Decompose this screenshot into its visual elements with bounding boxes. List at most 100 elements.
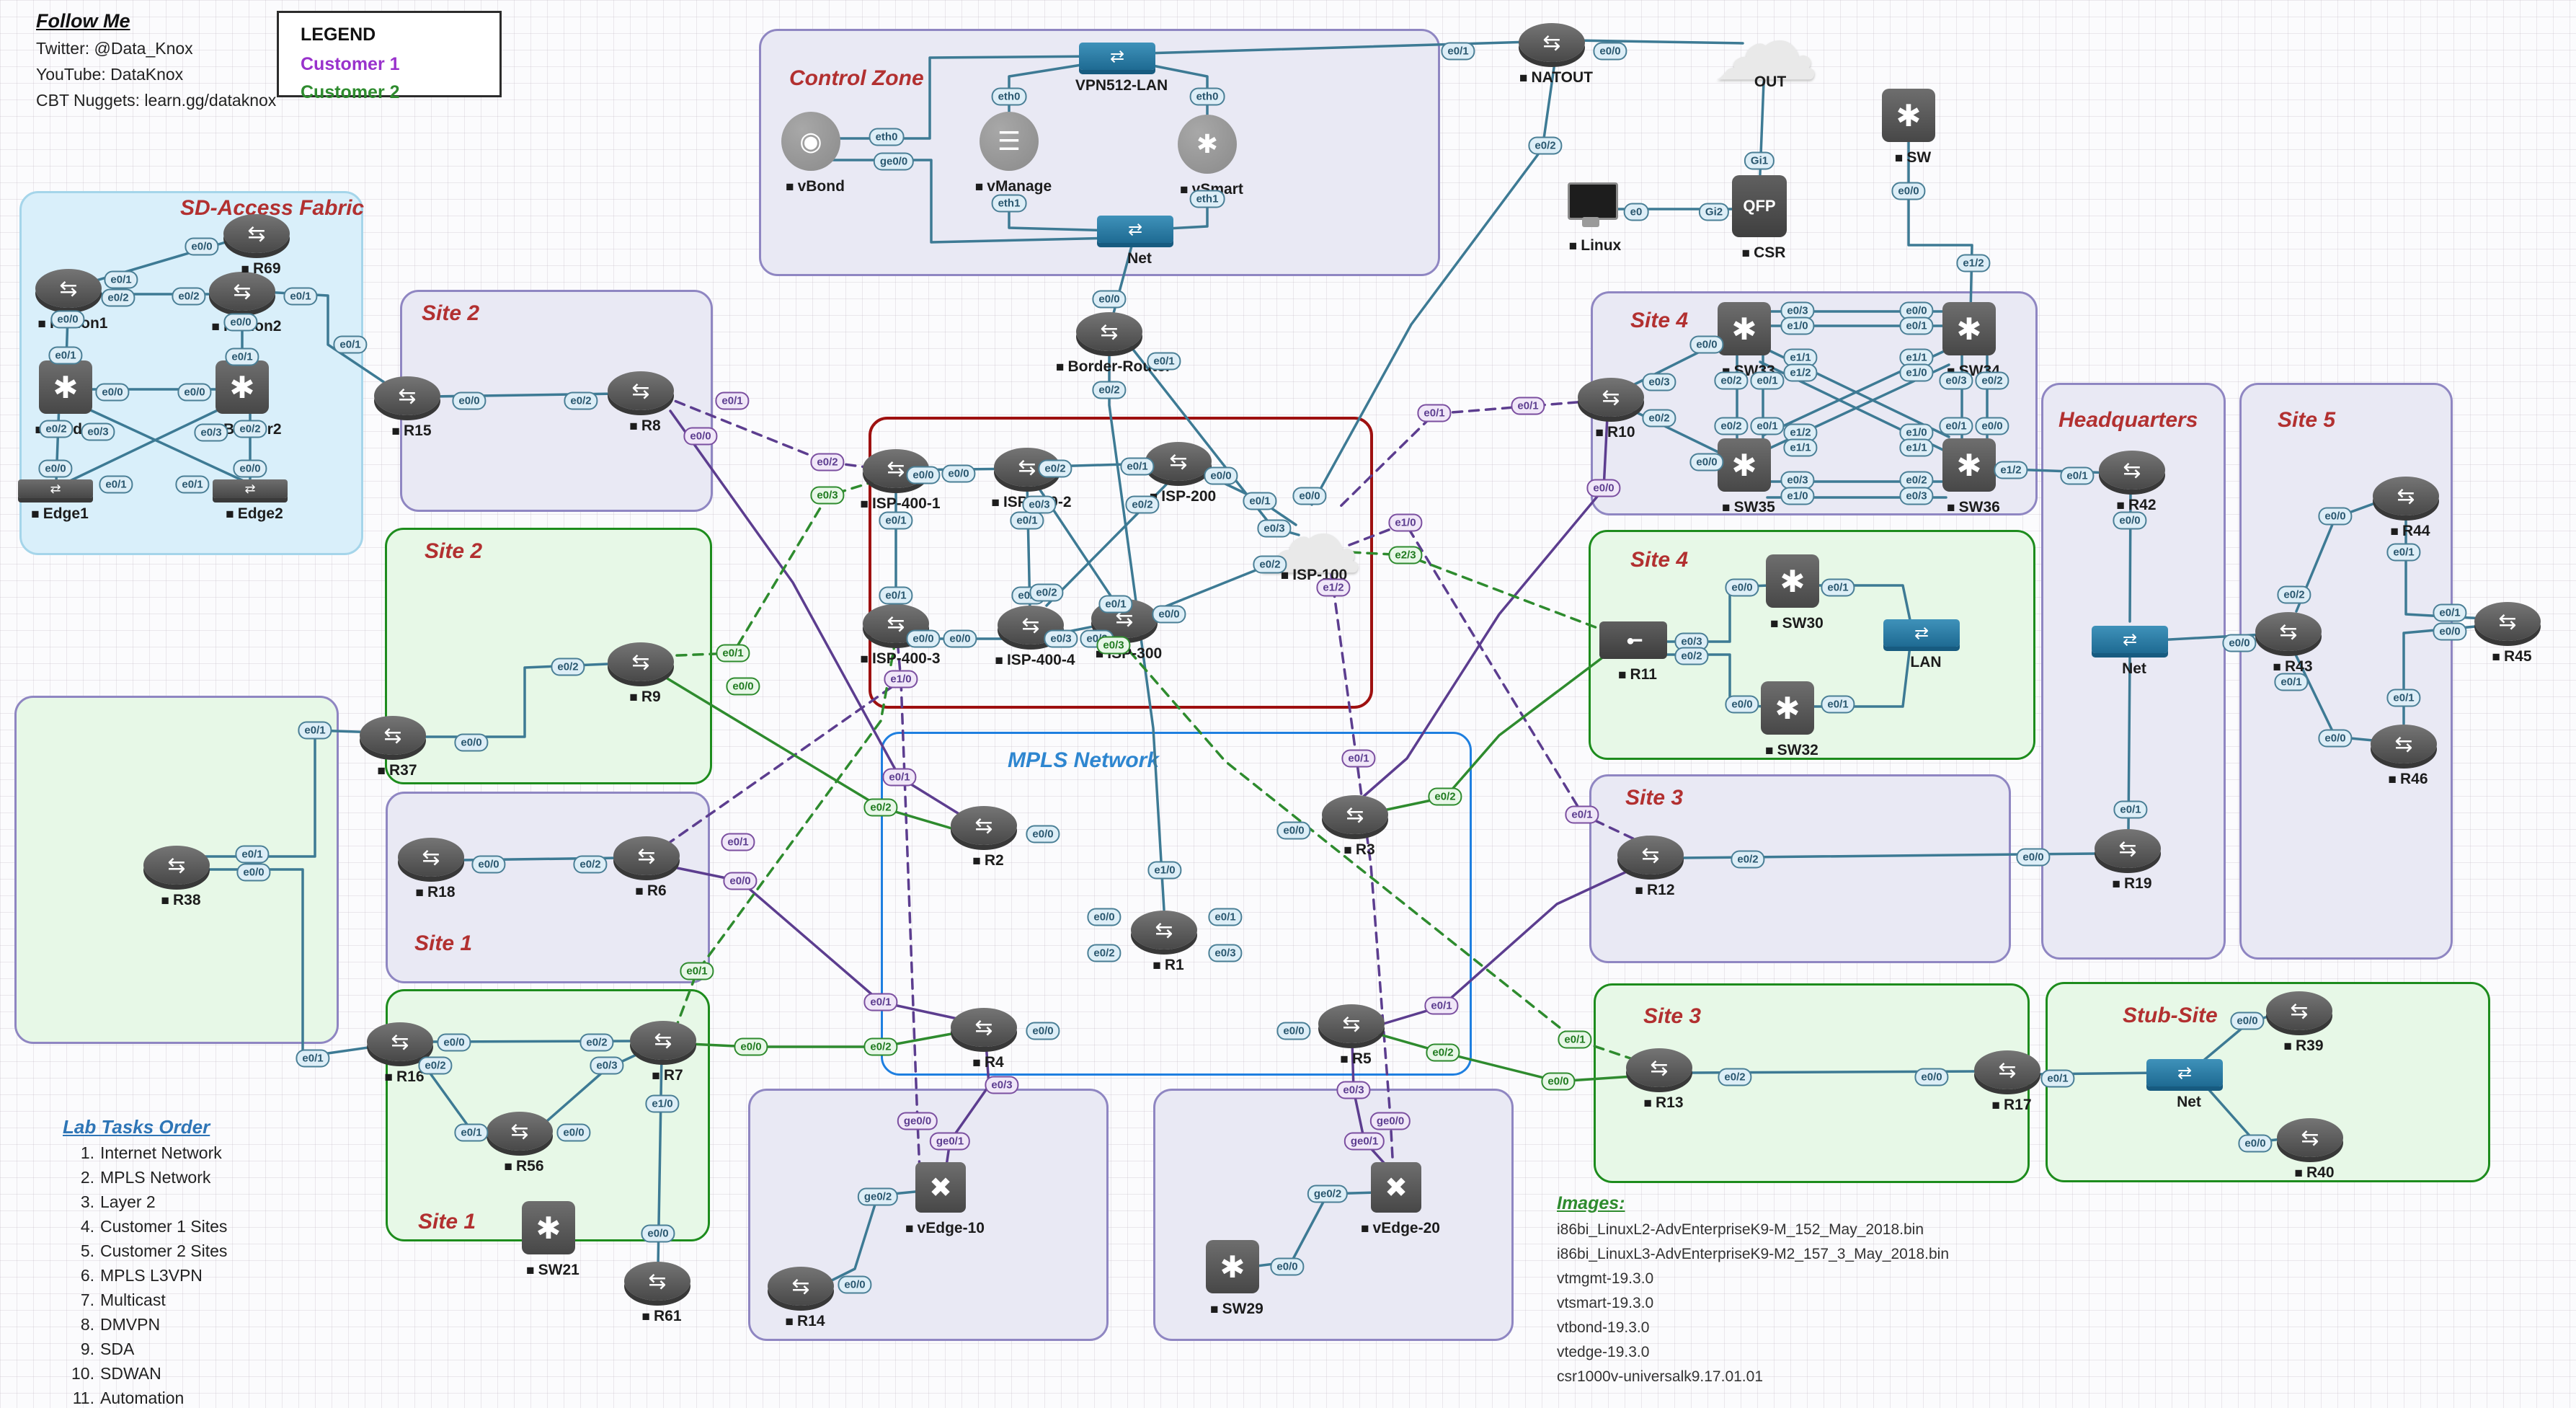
node-sw34[interactable]: ✱ <box>1942 302 1996 355</box>
port-pill-e0-0-160: e0/0 <box>2016 848 2051 867</box>
port-pill-e2-3-91: e2/3 <box>1388 546 1423 564</box>
node-r42[interactable]: ⇆ <box>2099 451 2165 490</box>
node-r3[interactable]: ⇆ <box>1322 795 1388 834</box>
node-r69[interactable]: ⇆ <box>223 214 290 253</box>
node-vedge-20[interactable]: ✖ <box>1371 1162 1421 1213</box>
router-icon: ⇆ <box>1602 385 1620 409</box>
node-label-square: ■ <box>211 319 220 335</box>
router-icon: ⇆ <box>247 221 266 246</box>
node-vsmart[interactable]: ✱ <box>1178 115 1237 174</box>
port-pill-e0-3-133: e0/3 <box>1939 371 1973 390</box>
node-r56[interactable]: ⇆ <box>487 1112 553 1151</box>
node-isp-200[interactable]: ⇆ <box>1145 442 1212 481</box>
node-r12[interactable]: ⇆ <box>1617 836 1684 875</box>
node-fusion2[interactable]: ⇆ <box>209 272 275 311</box>
node-r19[interactable]: ⇆ <box>2095 829 2161 868</box>
port-pill-e0-2-135: e0/2 <box>1714 417 1749 435</box>
node-r38[interactable]: ⇆ <box>143 846 210 885</box>
port-pill-e1-0-130: e1/0 <box>1899 363 1934 382</box>
node-r39[interactable]: ⇆ <box>2266 991 2332 1030</box>
node-sw33[interactable]: ✱ <box>1718 302 1771 355</box>
node-r45[interactable]: ⇆ <box>2474 602 2541 641</box>
node-r61[interactable]: ⇆ <box>624 1262 690 1301</box>
node-label-r16: ■R16 <box>384 1068 425 1085</box>
node-r18[interactable]: ⇆ <box>398 838 464 877</box>
node-label-lan: LAN <box>1910 654 1942 670</box>
node-border2[interactable]: ✱ <box>216 360 269 414</box>
node-sw21[interactable]: ✱ <box>522 1201 575 1254</box>
node-r5[interactable]: ⇆ <box>1318 1004 1385 1043</box>
node-net-cz[interactable]: ⇄ <box>1097 216 1173 243</box>
node-r8[interactable]: ⇆ <box>608 371 674 410</box>
node-label-square: ■ <box>31 507 40 522</box>
node-label-vmanage: ■vManage <box>974 178 1052 195</box>
link-p-86 <box>1348 522 1642 844</box>
node-r2[interactable]: ⇆ <box>951 806 1017 845</box>
port-pill-e1-1-140: e1/1 <box>1783 438 1818 457</box>
node-net-hq[interactable]: ⇄ <box>2092 626 2168 653</box>
node-sw-top[interactable]: ✱ <box>1882 89 1935 142</box>
port-pill-e0-0-81: e0/0 <box>1204 466 1238 485</box>
link-t-19 <box>1310 56 1557 506</box>
node-sw36[interactable]: ✱ <box>1942 438 1996 492</box>
node-lan[interactable]: ⇄ <box>1883 619 1960 647</box>
node-r1[interactable]: ⇆ <box>1131 911 1197 949</box>
node-label-r69: ■R69 <box>241 260 281 277</box>
node-r37[interactable]: ⇆ <box>360 716 426 755</box>
node-r4[interactable]: ⇆ <box>951 1008 1017 1047</box>
port-pill-e0-1-168: e0/1 <box>2274 673 2309 691</box>
node-border1[interactable]: ✱ <box>39 360 92 414</box>
node-border-router[interactable]: ⇆ <box>1076 312 1142 351</box>
node-linux[interactable] <box>1563 182 1618 230</box>
node-out[interactable]: ☁ <box>1712 0 1820 96</box>
node-label-square: ■ <box>1343 843 1352 858</box>
zone-vedge20-zone <box>1153 1089 1514 1341</box>
node-label-square: ■ <box>1635 883 1643 898</box>
node-edge1[interactable]: ⇄ <box>18 479 93 498</box>
node-r9[interactable]: ⇆ <box>608 642 674 681</box>
port-pill-e0-0-115: e0/0 <box>838 1275 872 1294</box>
port-pill-e0-1-89: e0/1 <box>1417 404 1452 422</box>
port-pill-e0-1-171: e0/1 <box>1565 805 1599 824</box>
node-r17[interactable]: ⇆ <box>1974 1050 2040 1089</box>
node-label-square: ■ <box>1519 71 1528 86</box>
node-sw32[interactable]: ✱ <box>1761 681 1814 735</box>
port-pill-e0-2-3: e0/2 <box>172 287 206 306</box>
node-r15[interactable]: ⇆ <box>374 376 440 415</box>
node-fusion1[interactable]: ⇆ <box>35 269 102 308</box>
switch-icon: ⇄ <box>2177 1063 2193 1083</box>
node-r11[interactable]: ●━ <box>1599 621 1667 659</box>
node-vbond[interactable]: ◉ <box>781 112 840 171</box>
node-r6[interactable]: ⇆ <box>613 836 680 875</box>
node-r40[interactable]: ⇆ <box>2277 1118 2343 1157</box>
node-r44[interactable]: ⇆ <box>2373 477 2439 515</box>
router-icon: ⇆ <box>2123 458 2141 482</box>
node-csr[interactable]: QFP <box>1732 175 1787 237</box>
vedge-icon: ✖ <box>929 1172 952 1203</box>
node-r7[interactable]: ⇆ <box>630 1021 696 1060</box>
port-pill-e0-0-101: e0/0 <box>1276 1022 1311 1040</box>
node-r13[interactable]: ⇆ <box>1626 1048 1692 1087</box>
node-edge2[interactable]: ⇄ <box>213 479 288 498</box>
node-r16[interactable]: ⇆ <box>367 1022 433 1061</box>
node-sw29[interactable]: ✱ <box>1206 1240 1259 1293</box>
node-net-stub[interactable]: ⇄ <box>2146 1059 2223 1086</box>
node-r14[interactable]: ⇆ <box>768 1267 834 1306</box>
node-label-square: ■ <box>2388 772 2397 787</box>
node-r43[interactable]: ⇆ <box>2255 612 2322 651</box>
port-pill-ge0-2-114: ge0/2 <box>857 1187 899 1206</box>
node-r46[interactable]: ⇆ <box>2371 725 2437 763</box>
node-natout[interactable]: ⇆ <box>1519 23 1585 62</box>
node-vmanage[interactable]: ☰ <box>980 112 1039 171</box>
port-pill-e0-3-111: e0/3 <box>1336 1081 1371 1099</box>
node-sw35[interactable]: ✱ <box>1718 438 1771 492</box>
node-vedge-10[interactable]: ✖ <box>915 1162 966 1213</box>
port-pill-e0-2-74: e0/2 <box>1125 495 1160 514</box>
port-pill-eth0-20: eth0 <box>991 87 1027 106</box>
link-g-95 <box>1349 551 1616 636</box>
node-sw30[interactable]: ✱ <box>1766 554 1819 608</box>
node-r10[interactable]: ⇆ <box>1578 378 1644 417</box>
node-label-square: ■ <box>2112 877 2120 892</box>
port-pill-e0-0-158: e0/0 <box>2113 511 2147 530</box>
node-vpn512-lan[interactable]: ⇄ <box>1079 43 1155 70</box>
